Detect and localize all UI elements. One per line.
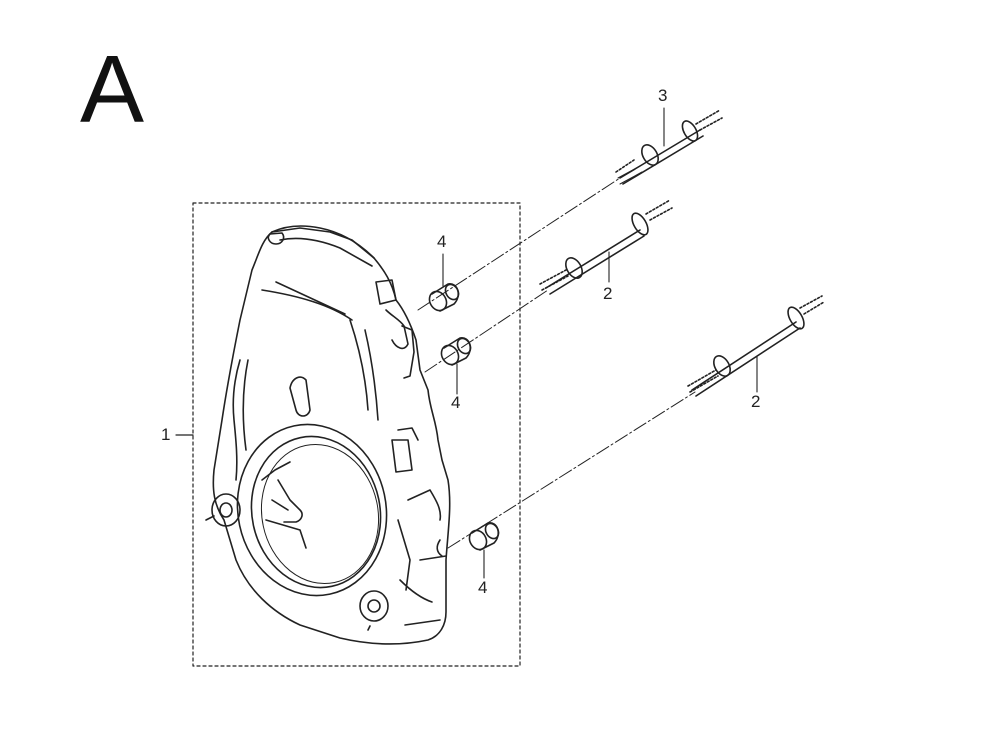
callout-collar-upper: 4 xyxy=(437,232,447,251)
callout-bolt-upper: 2 xyxy=(603,284,613,303)
alignment-lines xyxy=(417,177,696,549)
section-letter: A xyxy=(80,36,145,143)
bolt-top xyxy=(615,109,723,185)
collar-upper xyxy=(428,283,460,312)
callout-bolt-top: 3 xyxy=(658,86,668,105)
align-line-middle xyxy=(424,289,549,373)
callout-leaders xyxy=(442,107,758,579)
assembly-box xyxy=(192,202,521,667)
callout-collar-lower: 4 xyxy=(478,578,488,597)
collar-lower xyxy=(468,522,500,551)
fan-cover-part xyxy=(205,225,451,645)
callout-collar-middle: 4 xyxy=(451,393,461,412)
align-line-lower xyxy=(447,391,696,549)
callout-bolt-lower: 2 xyxy=(751,392,761,411)
collar-middle xyxy=(440,337,472,366)
align-line-top xyxy=(417,177,621,311)
bolt-upper xyxy=(539,199,673,295)
callout-cover: 1 xyxy=(161,425,171,444)
bolt-lower xyxy=(687,295,825,397)
